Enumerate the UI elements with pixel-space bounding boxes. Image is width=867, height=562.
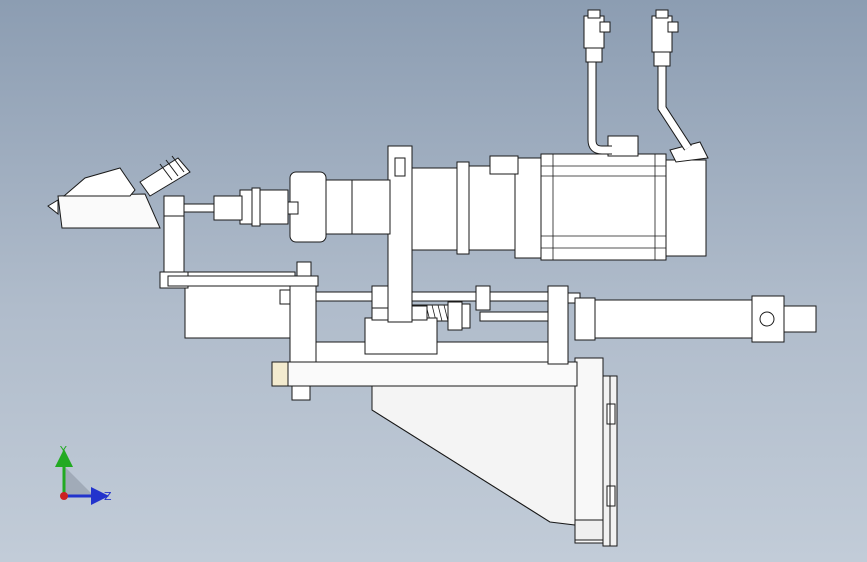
guide-rods[interactable] (315, 285, 581, 365)
torch-head[interactable] (47, 155, 191, 229)
x-axis-dot (60, 492, 68, 500)
motor-mount-plate[interactable] (387, 145, 413, 323)
coupling-shaft[interactable] (181, 187, 299, 227)
cable-connector-left[interactable] (583, 9, 611, 63)
base-bracket[interactable] (371, 357, 604, 544)
triad-plane (64, 466, 94, 496)
cable-connector-right[interactable] (651, 9, 679, 67)
view-triad[interactable]: Y Z (40, 438, 120, 510)
y-axis-label: Y (59, 444, 67, 457)
linear-cylinder[interactable] (574, 295, 817, 343)
servo-motor[interactable] (489, 135, 709, 261)
z-axis-label: Z (104, 490, 112, 503)
motor-cables[interactable] (587, 60, 692, 155)
side-flange[interactable] (602, 375, 618, 547)
spindle-housing[interactable] (289, 161, 520, 255)
torch-bracket[interactable] (159, 215, 319, 289)
